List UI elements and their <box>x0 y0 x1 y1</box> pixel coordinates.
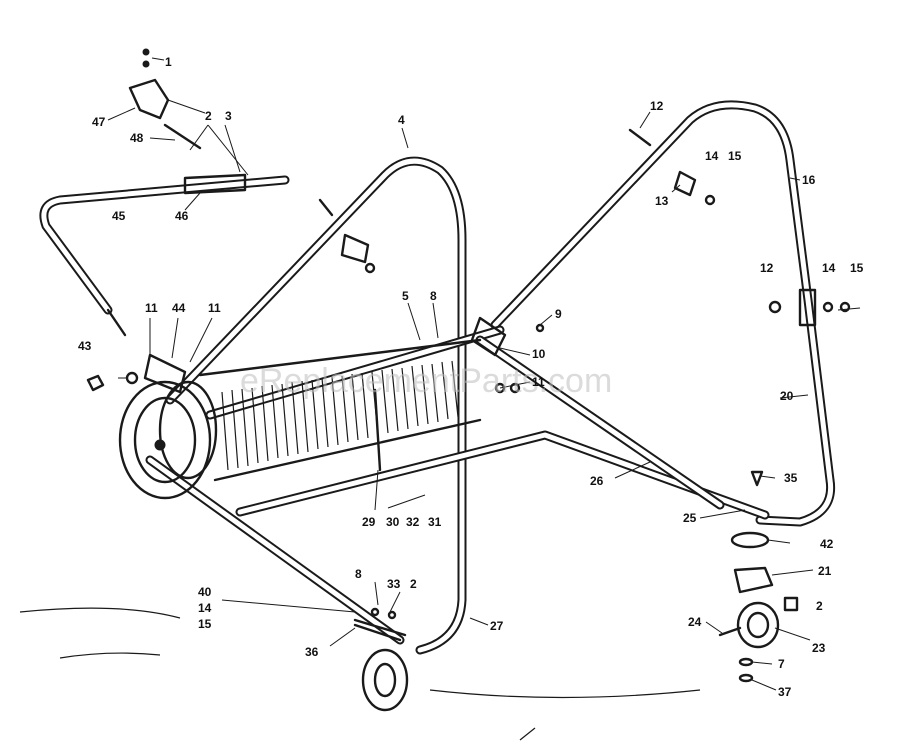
part-label-16: 16 <box>802 173 816 187</box>
part-label-20: 20 <box>780 389 794 403</box>
part-labels: 1 2 3 47 48 45 46 4 5 8 9 10 11 11 44 11… <box>78 55 864 699</box>
part-label-2-caster: 2 <box>816 599 823 613</box>
part-label-15-bottom: 15 <box>198 617 212 631</box>
part-label-10: 10 <box>532 347 546 361</box>
brush-roller <box>198 338 482 482</box>
part-label-2: 2 <box>205 109 212 123</box>
part-label-4: 4 <box>398 113 405 127</box>
part-label-26: 26 <box>590 474 604 488</box>
part-label-27: 27 <box>490 619 504 633</box>
part-label-9: 9 <box>555 307 562 321</box>
part-label-43: 43 <box>78 339 92 353</box>
part-label-15-right: 15 <box>850 261 864 275</box>
caster-wheel <box>353 623 409 712</box>
leader-lines <box>107 57 861 691</box>
part-label-15-top: 15 <box>728 149 742 163</box>
right-frame <box>490 100 836 527</box>
part-label-35: 35 <box>784 471 798 485</box>
part-label-48: 48 <box>130 131 144 145</box>
handle-assembly <box>39 48 290 337</box>
part-label-2-bottom: 2 <box>410 577 417 591</box>
part-label-25: 25 <box>683 511 697 525</box>
part-label-29: 29 <box>362 515 376 529</box>
part-label-23: 23 <box>812 641 826 655</box>
part-label-8: 8 <box>430 289 437 303</box>
watermark: eReplacementParts.com <box>240 362 612 400</box>
base-rails <box>145 325 770 645</box>
part-label-37: 37 <box>778 685 792 699</box>
caster-exploded <box>718 531 780 683</box>
part-label-12-right: 12 <box>760 261 774 275</box>
part-label-14-right: 14 <box>822 261 836 275</box>
part-label-36: 36 <box>305 645 319 659</box>
part-label-14-top: 14 <box>705 149 719 163</box>
part-label-32: 32 <box>406 515 420 529</box>
hardware <box>86 128 851 637</box>
drive-wheel <box>118 380 218 500</box>
part-label-1: 1 <box>165 55 172 69</box>
part-label-30: 30 <box>386 515 400 529</box>
part-label-7: 7 <box>778 657 785 671</box>
part-label-21: 21 <box>818 564 832 578</box>
part-label-24: 24 <box>688 615 702 629</box>
part-label-11-mid: 11 <box>208 301 221 315</box>
part-label-5: 5 <box>402 289 409 303</box>
part-label-40: 40 <box>198 585 212 599</box>
part-label-12-top: 12 <box>650 99 664 113</box>
part-label-11-left: 11 <box>145 301 158 315</box>
part-label-33: 33 <box>387 577 401 591</box>
part-label-47: 47 <box>92 115 106 129</box>
part-label-8-bottom: 8 <box>355 567 362 581</box>
ground-strokes <box>19 607 701 741</box>
part-label-11-right: 11 <box>532 375 545 389</box>
part-label-44: 44 <box>172 301 186 315</box>
main-frame <box>165 156 467 655</box>
part-label-13: 13 <box>655 194 669 208</box>
part-label-31: 31 <box>428 515 442 529</box>
part-label-46: 46 <box>175 209 189 223</box>
part-label-3: 3 <box>225 109 232 123</box>
part-label-42: 42 <box>820 537 834 551</box>
part-label-45: 45 <box>112 209 126 223</box>
part-label-14-bottom: 14 <box>198 601 212 615</box>
